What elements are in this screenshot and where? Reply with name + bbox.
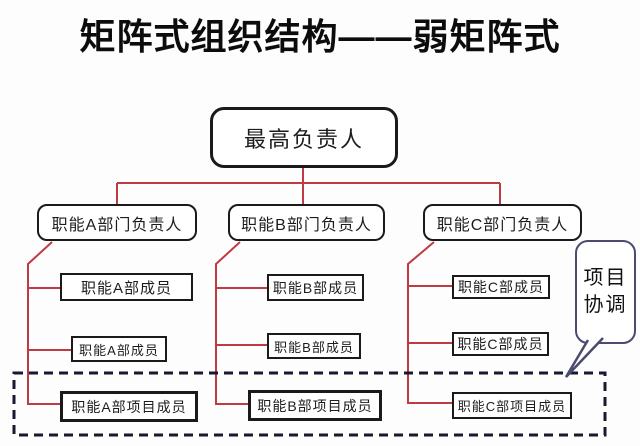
project-member-box-a: 职能A部项目成员 xyxy=(60,391,198,422)
root-box: 最高负责人 xyxy=(210,107,398,168)
dept-head-box-b: 职能B部门负责人 xyxy=(228,204,385,241)
member-box-c-2: 职能C部成员 xyxy=(452,332,549,356)
callout-bubble: 项目 协调 xyxy=(575,240,636,344)
member-box-a-1: 职能A部成员 xyxy=(60,273,193,301)
red-connectors xyxy=(27,167,501,405)
dept-head-box-a: 职能A部门负责人 xyxy=(37,204,197,241)
page-title: 矩阵式组织结构——弱矩阵式 xyxy=(79,16,561,57)
callout-line-1: 项目 xyxy=(583,267,628,289)
project-scope-dashed-region xyxy=(12,371,607,437)
member-box-b-1: 职能B部成员 xyxy=(267,274,364,301)
member-box-c-1: 职能C部成员 xyxy=(452,275,550,299)
callout-line-2: 协调 xyxy=(583,294,628,316)
member-box-a-2: 职能A部成员 xyxy=(71,336,167,362)
project-member-box-c: 职能C部项目成员 xyxy=(452,392,572,419)
member-box-b-2: 职能B部成员 xyxy=(267,333,361,359)
project-member-box-b: 职能B部项目成员 xyxy=(248,390,382,421)
dept-head-box-c: 职能C部门负责人 xyxy=(423,204,582,241)
callout-tail xyxy=(564,337,604,378)
